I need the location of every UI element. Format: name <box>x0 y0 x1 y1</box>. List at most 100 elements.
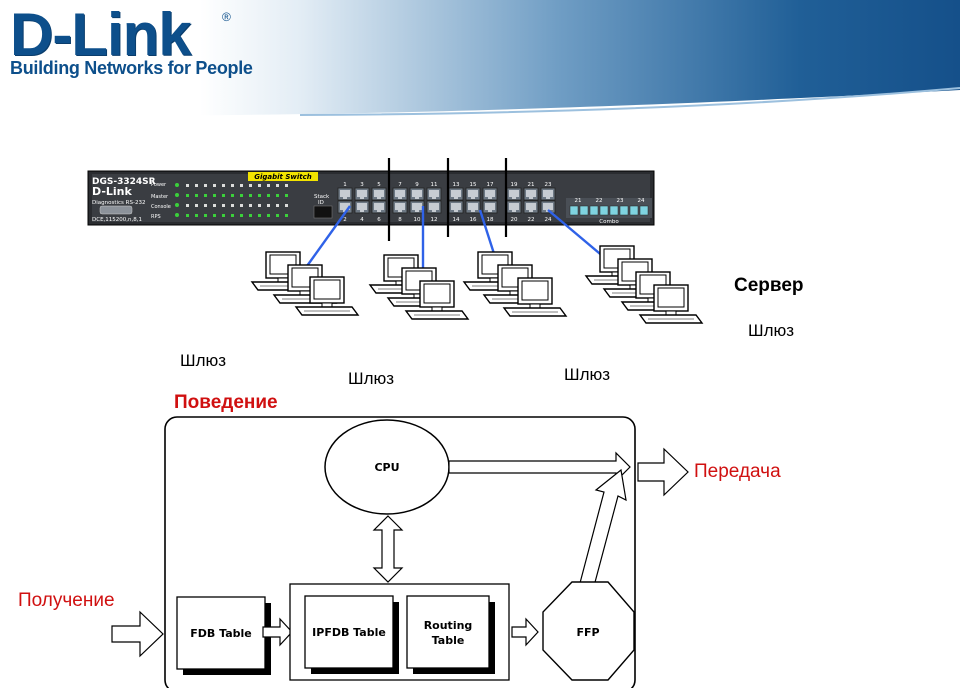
pc-group-4 <box>585 245 703 324</box>
led-label-console: Console <box>151 204 171 210</box>
status-led <box>186 214 189 217</box>
routing-table-node <box>406 595 490 669</box>
port-top <box>523 187 539 201</box>
status-led <box>240 194 243 197</box>
led-label-power: Power <box>151 182 167 188</box>
port-number-top: 23 <box>545 182 552 188</box>
logo-tagline: Building Networks for People <box>10 58 253 78</box>
status-led <box>267 204 270 207</box>
pc-group-3 <box>463 251 567 317</box>
port-top <box>354 187 370 201</box>
status-led <box>213 214 216 217</box>
status-led <box>258 184 261 187</box>
status-led <box>285 194 288 197</box>
status-led <box>222 194 225 197</box>
port-number-bottom: 2 <box>343 217 347 223</box>
status-led <box>240 204 243 207</box>
packet-flow-diagram: CPU FDB Table IPFDB Table Routing Table … <box>111 416 689 688</box>
port-top <box>540 187 556 201</box>
ipfdb-table-label: IPFDB Table <box>312 626 386 639</box>
port-bottom <box>426 200 442 214</box>
console-port <box>99 205 133 215</box>
gateway-label-1: Шлюз <box>180 351 227 370</box>
port-number-top: 9 <box>415 182 419 188</box>
status-led <box>249 194 252 197</box>
port-number-bottom: 14 <box>453 217 460 223</box>
switch-boundary <box>164 416 636 688</box>
status-led <box>204 214 207 217</box>
lookup-to-ffp-arrow <box>511 617 539 647</box>
fdb-to-ipfdb-arrow <box>262 617 293 647</box>
status-led <box>249 204 252 207</box>
port-number-top: 11 <box>431 182 438 188</box>
gateway-label-3: Шлюз <box>564 365 611 384</box>
registered-mark: ® <box>222 10 231 24</box>
combo-port <box>589 205 599 216</box>
port-number-top: 1 <box>343 182 347 188</box>
switch-diag: Diagnostics RS-232 <box>92 200 145 206</box>
status-led <box>276 194 279 197</box>
fdb-table-label: FDB Table <box>190 627 251 640</box>
port-bottom <box>465 200 481 214</box>
status-led <box>258 214 261 217</box>
ffp-output-arrow <box>579 468 627 587</box>
combo-port-number: 22 <box>596 198 603 204</box>
port-number-bottom: 12 <box>431 217 438 223</box>
status-led <box>240 214 243 217</box>
status-led <box>222 204 225 207</box>
port-number-bottom: 8 <box>398 217 402 223</box>
fdb-table-node <box>176 596 266 670</box>
port-bottom <box>448 200 464 214</box>
combo-port-number: 21 <box>575 198 582 204</box>
port-number-bottom: 20 <box>511 217 518 223</box>
status-led <box>285 184 288 187</box>
port-number-bottom: 18 <box>487 217 494 223</box>
status-led <box>267 214 270 217</box>
status-led <box>195 194 198 197</box>
port-top <box>426 187 442 201</box>
status-led <box>222 184 225 187</box>
gateway-label-2: Шлюз <box>348 369 395 388</box>
port-number-bottom: 4 <box>360 217 364 223</box>
port-top <box>392 187 408 201</box>
combo-port <box>629 205 639 216</box>
port-number-top: 17 <box>487 182 494 188</box>
cpu-label: CPU <box>374 461 399 474</box>
port-number-bottom: 10 <box>414 217 421 223</box>
status-led <box>258 194 261 197</box>
port-top <box>371 187 387 201</box>
status-led <box>204 194 207 197</box>
dlink-logo: D-Link <box>10 1 192 68</box>
status-led <box>231 194 234 197</box>
combo-port <box>609 205 619 216</box>
port-number-top: 5 <box>377 182 381 188</box>
combo-port <box>639 205 649 216</box>
cpu-output-arrow <box>448 451 631 483</box>
combo-port-number: 23 <box>617 198 624 204</box>
receive-arrow <box>111 610 164 658</box>
port-number-top: 15 <box>470 182 477 188</box>
server-label: Сервер <box>734 275 804 296</box>
port-top <box>506 187 522 201</box>
status-led <box>186 184 189 187</box>
routing-table-label-1: Routing <box>424 619 473 632</box>
switch-brand: D-Link <box>92 185 133 198</box>
port-bottom <box>392 200 408 214</box>
status-led <box>186 204 189 207</box>
combo-port-number: 24 <box>638 198 645 204</box>
status-led <box>213 184 216 187</box>
gigabit-badge <box>248 172 318 181</box>
port-number-bottom: 16 <box>470 217 477 223</box>
status-led <box>276 214 279 217</box>
link-1 <box>306 205 351 267</box>
port-top <box>337 187 353 201</box>
combo-port <box>569 205 579 216</box>
port-bottom <box>482 200 498 214</box>
status-led <box>258 204 261 207</box>
combo-label: Combo <box>599 219 619 225</box>
port-number-top: 21 <box>528 182 535 188</box>
transmit-arrow <box>637 447 689 497</box>
status-led <box>204 184 207 187</box>
status-led <box>276 204 279 207</box>
